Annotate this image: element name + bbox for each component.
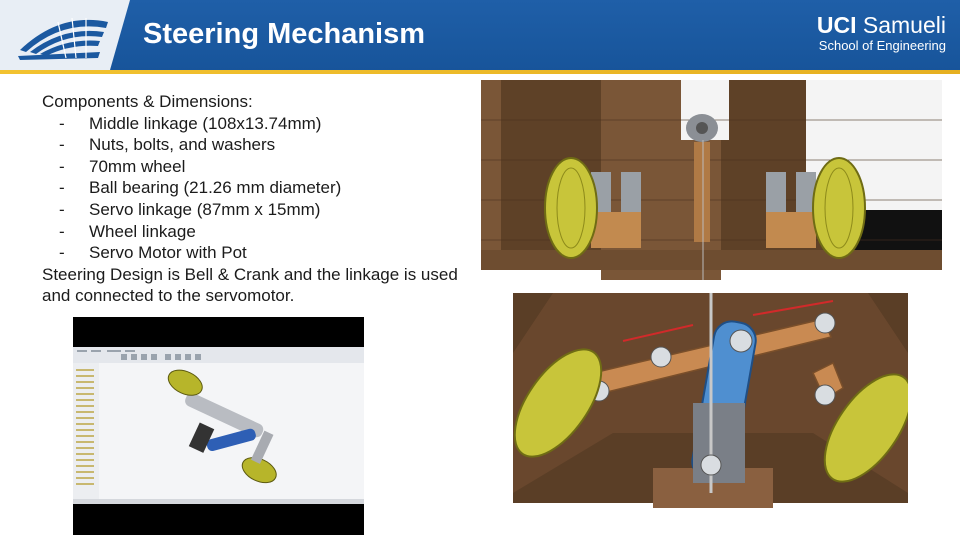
slide-title: Steering Mechanism: [143, 18, 426, 50]
bullet-dash: -: [59, 135, 65, 155]
list-item: - Wheel linkage: [42, 221, 472, 243]
bullet-dash: -: [59, 113, 65, 133]
bullet-dash: -: [59, 199, 65, 219]
front-view-image: [481, 80, 942, 295]
content-block: Components & Dimensions: - Middle linkage…: [42, 91, 472, 307]
list-item: - 70mm wheel: [42, 156, 472, 178]
header-band: Steering Mechanism UCI Samueli School of…: [0, 0, 960, 72]
list-item: - Middle linkage (108x13.74mm): [42, 113, 472, 135]
list-item: - Ball bearing (21.26 mm diameter): [42, 177, 472, 199]
bullet-dash: -: [59, 243, 65, 263]
logo-samueli-text: Samueli: [862, 12, 946, 38]
logo-school-text: School of Engineering: [818, 38, 946, 53]
bullet-dash: -: [59, 178, 65, 198]
bullet-text: Servo linkage (87mm x 15mm): [89, 199, 321, 219]
bullet-text: Nuts, bolts, and washers: [89, 135, 276, 155]
university-logo: [0, 0, 130, 70]
list-item: - Nuts, bolts, and washers: [42, 134, 472, 156]
bullet-text: Ball bearing (21.26 mm diameter): [89, 178, 342, 198]
bullet-dash: -: [59, 156, 65, 176]
top-view-image: [513, 293, 908, 519]
uci-samueli-logo: UCI Samueli School of Engineering: [817, 12, 946, 54]
bullet-dash: -: [59, 221, 65, 241]
bullet-text: 70mm wheel: [89, 156, 186, 176]
header-accent-stripe: [0, 70, 960, 74]
logo-uci-text: UCI: [816, 12, 857, 38]
cad-screenshot-image: [73, 317, 364, 535]
design-note: Steering Design is Bell & Crank and the …: [42, 264, 458, 306]
bullet-text: Middle linkage (108x13.74mm): [89, 113, 322, 133]
list-item: - Servo linkage (87mm x 15mm): [42, 199, 472, 221]
bullet-text: Servo Motor with Pot: [89, 243, 247, 263]
components-heading: Components & Dimensions:: [42, 92, 253, 111]
component-list: - Middle linkage (108x13.74mm) - Nuts, bol…: [42, 113, 472, 264]
bullet-text: Wheel linkage: [89, 221, 196, 241]
list-item: - Servo Motor with Pot: [42, 242, 472, 264]
